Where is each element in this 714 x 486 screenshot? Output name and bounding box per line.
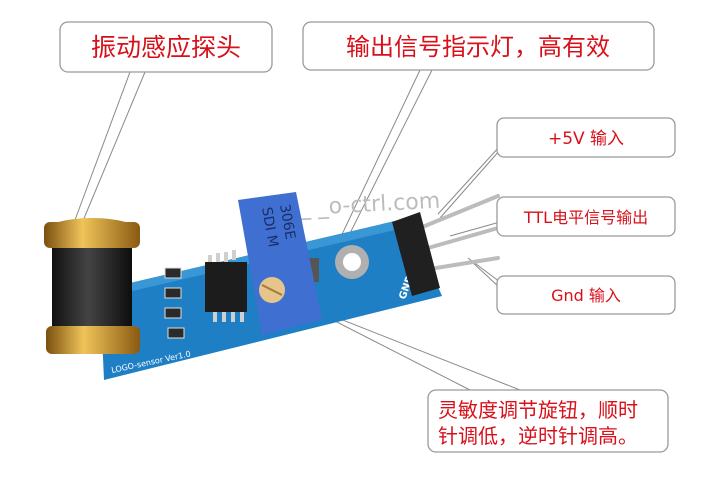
ic-chip [205, 250, 247, 322]
svg-text:SDI M: SDI M [258, 206, 281, 248]
vibration-probe [44, 218, 140, 354]
svg-text:针调低，逆时针调高。: 针调低，逆时针调高。 [438, 424, 638, 448]
callout-indicator: 输出信号指示灯，高有效 [302, 21, 655, 71]
potentiometer: 306E SDI M [238, 192, 322, 335]
svg-text:TTL电平信号输出: TTL电平信号输出 [523, 208, 648, 227]
svg-text:振动感应探头: 振动感应探头 [91, 33, 241, 62]
svg-text:306E: 306E [276, 203, 298, 241]
svg-text:+5V 输入: +5V 输入 [548, 129, 624, 149]
callout-ttl-output: TTL电平信号输出 [496, 196, 676, 237]
smd-components [164, 267, 185, 339]
svg-text:Gnd 输入: Gnd 输入 [551, 286, 621, 305]
callout-probe: 振动感应探头 [59, 21, 273, 73]
header-pins [392, 194, 500, 296]
callout-knob: 灵敏度调节旋钮，顺时 针调低，逆时针调高。 [427, 389, 669, 453]
callout-vcc: +5V 输入 [496, 117, 676, 158]
svg-text:灵敏度调节旋钮，顺时: 灵敏度调节旋钮，顺时 [438, 398, 638, 422]
svg-text:输出信号指示灯，高有效: 输出信号指示灯，高有效 [346, 33, 610, 61]
callout-gnd: Gnd 输入 [496, 275, 676, 315]
